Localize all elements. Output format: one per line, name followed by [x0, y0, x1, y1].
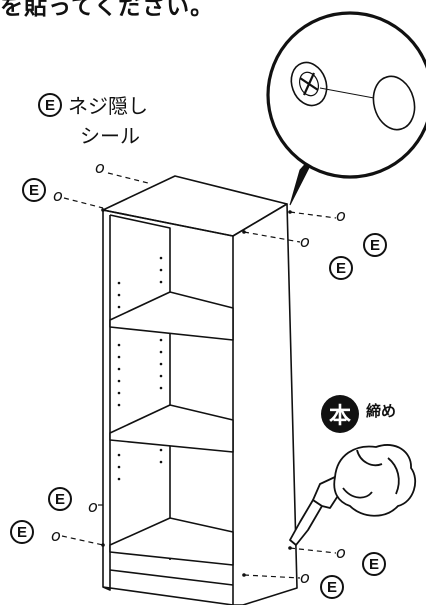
screw-hole-mark: o — [95, 158, 105, 177]
instruction-header: を貼ってください。 — [0, 0, 215, 20]
e-badge-bottom-left-lower: E — [10, 520, 34, 544]
e-badge-bottom-right-upper: E — [362, 552, 386, 576]
e-badge-bottom-left-upper: E — [48, 487, 72, 511]
e-badge-top-right-upper: E — [363, 233, 387, 257]
screw-hole-mark: o — [300, 568, 310, 587]
screw-hole-mark: o — [88, 497, 98, 516]
screw-hole-mark: o — [336, 543, 346, 562]
screw-hole-mark: o — [51, 526, 61, 545]
screw-hole-mark: o — [336, 206, 346, 225]
sticker-label-line1: ネジ隠し — [68, 94, 148, 118]
e-badge-top-right-lower: E — [329, 256, 353, 280]
e-badge-top-left: E — [22, 178, 46, 202]
sticker-label-badge: E — [38, 93, 62, 117]
screw-hole-mark: o — [53, 186, 63, 205]
tighten-label: 締め — [366, 402, 397, 420]
screw-hole-mark: o — [300, 232, 310, 251]
tighten-badge: 本 — [321, 395, 359, 433]
sticker-label-line2: シール — [80, 124, 140, 148]
e-badge-bottom-right-lower: E — [320, 575, 344, 599]
